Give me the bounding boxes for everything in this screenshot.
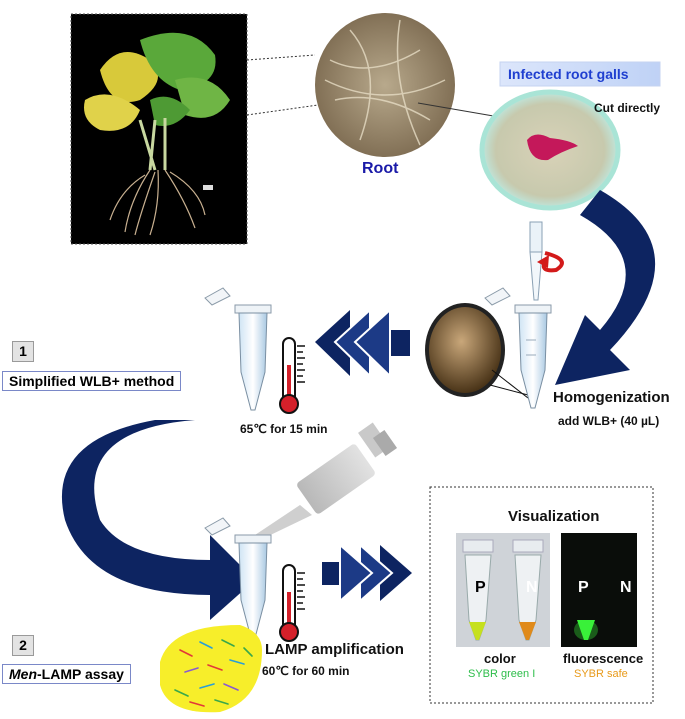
step2-label-rest: -LAMP assay: [37, 666, 124, 682]
rotate-arrow-icon: [541, 251, 564, 273]
zoom-line: [246, 104, 319, 116]
step1-label: Simplified WLB+ method: [2, 371, 182, 391]
plant-photo: [70, 13, 248, 245]
n-label-fluorescence: N: [620, 579, 632, 596]
fluorescence-photo: [561, 533, 637, 647]
homogenate-photo: [425, 303, 505, 397]
sybr-green-label: SYBR green I: [468, 668, 536, 680]
tube-step1: [204, 287, 272, 411]
p-label-color: P: [475, 579, 486, 596]
pointer-line: [489, 384, 529, 396]
color-label: color: [484, 651, 516, 666]
homogenization-label: Homogenization: [553, 389, 670, 406]
pipette-icon: [529, 221, 543, 301]
temp2-label: 60℃ for 60 min: [262, 664, 350, 678]
add-wlb-label: add WLB+ (40 µL): [558, 414, 660, 428]
color-photo: [456, 533, 550, 647]
lamp-product-blob: [160, 625, 262, 713]
infected-galls-label: Infected root galls: [508, 66, 629, 82]
temp1-label: 65℃ for 15 min: [240, 422, 328, 436]
dispenser-icon: [255, 422, 398, 540]
tube-homogenization: [484, 287, 552, 409]
visualization-title: Visualization: [508, 508, 600, 525]
infected-gall-box: [499, 61, 661, 87]
fluorescence-label: fluorescence: [563, 651, 644, 666]
arrow-left-icon: [315, 307, 410, 379]
zoom-line: [246, 54, 316, 61]
lamp-amplification-label: LAMP amplification: [265, 641, 404, 658]
arrow-right-icon: [322, 542, 412, 604]
rotate-arrowhead-icon: [537, 255, 549, 268]
n-label-color: N: [526, 579, 538, 596]
step2-number: 2: [12, 635, 34, 656]
gall-pointer: [417, 102, 506, 119]
cut-directly-label: Cut directly: [594, 101, 661, 115]
sybr-safe-label: SYBR safe: [574, 668, 628, 680]
thermometer-icon: [279, 337, 305, 414]
curve-arrow-icon: [555, 190, 656, 385]
p-label-fluorescence: P: [578, 579, 589, 596]
step2-label: Men-LAMP assay: [2, 664, 131, 684]
thermometer-icon: [279, 564, 305, 642]
step2-label-italic: Men: [9, 666, 37, 682]
root-label: Root: [362, 160, 399, 177]
root-photo: [315, 13, 455, 157]
gall-photo: [479, 89, 621, 211]
curve-arrow-icon: [61, 420, 255, 620]
step1-number: 1: [12, 341, 34, 362]
